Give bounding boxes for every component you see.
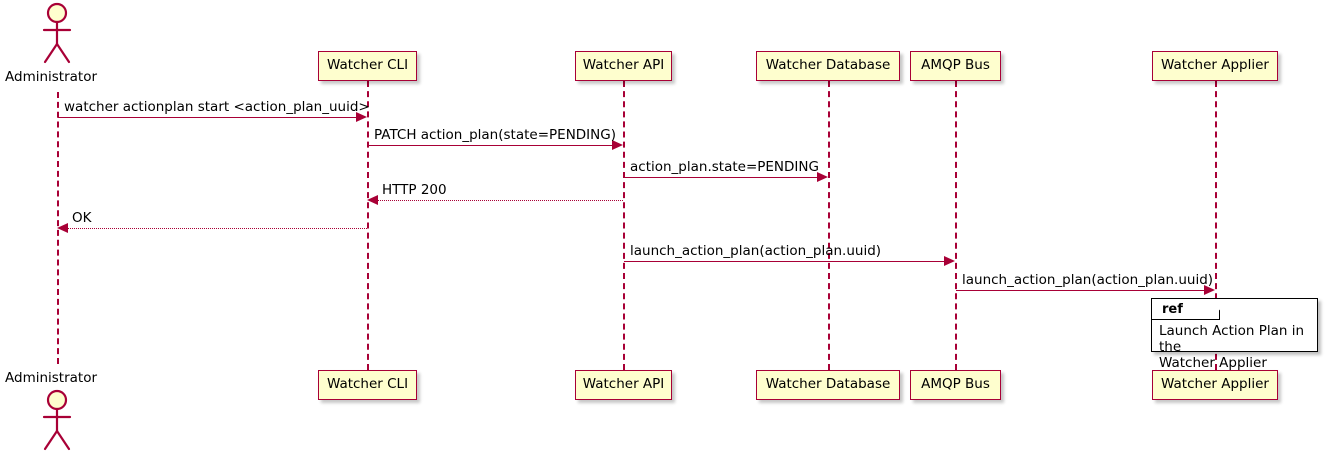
- participant-amqp-bus-top[interactable]: AMQP Bus: [910, 51, 1001, 81]
- participant-watcher-api-label-bottom: Watcher API: [582, 376, 665, 393]
- lifeline-amqp-bus: [955, 81, 957, 370]
- message-label-4: HTTP 200: [382, 182, 447, 198]
- lifeline-watcher-cli: [367, 81, 369, 370]
- ref-fragment-body: Launch Action Plan in the Watcher Applie…: [1159, 323, 1305, 371]
- message-arrow-line-5: [68, 228, 367, 229]
- message-arrow-line-7: [956, 290, 1204, 291]
- participant-watcher-applier-top[interactable]: Watcher Applier: [1152, 51, 1278, 81]
- lifeline-watcher-api: [623, 81, 625, 370]
- message-label-2: PATCH action_plan(state=PENDING): [374, 127, 616, 143]
- message-label-7: launch_action_plan(action_plan.uuid): [962, 272, 1214, 288]
- participant-watcher-cli-top[interactable]: Watcher CLI: [318, 51, 417, 81]
- participant-amqp-bus-label-bottom: AMQP Bus: [921, 376, 990, 393]
- message-arrow-head-5: [57, 223, 68, 233]
- actor-administrator-bottom: Administrator: [0, 364, 120, 456]
- actor-administrator-top: Administrator: [0, 0, 120, 92]
- message-arrow-head-1: [356, 112, 367, 122]
- ref-fragment-tab-label: ref: [1152, 299, 1220, 320]
- participant-watcher-cli-bottom[interactable]: Watcher CLI: [318, 370, 417, 400]
- message-label-1: watcher actionplan start <action_plan_uu…: [64, 99, 370, 115]
- actor-administrator-label-bottom: Administrator: [5, 370, 98, 386]
- participant-watcher-database-bottom[interactable]: Watcher Database: [756, 370, 900, 400]
- lifeline-watcher-database: [828, 81, 830, 370]
- lifeline-watcher-applier: [1215, 81, 1217, 370]
- participant-watcher-api-top[interactable]: Watcher API: [575, 51, 672, 81]
- message-arrow-line-1: [58, 117, 356, 118]
- participant-watcher-applier-label-top: Watcher Applier: [1161, 57, 1269, 74]
- participant-watcher-database-top[interactable]: Watcher Database: [756, 51, 900, 81]
- message-arrow-head-7: [1204, 285, 1215, 295]
- message-arrow-head-4: [367, 195, 378, 205]
- participant-watcher-applier-bottom[interactable]: Watcher Applier: [1152, 370, 1278, 400]
- message-arrow-head-2: [612, 140, 623, 150]
- message-arrow-line-4: [378, 200, 623, 201]
- actor-icon: [42, 2, 72, 64]
- participant-watcher-applier-label-bottom: Watcher Applier: [1161, 376, 1269, 393]
- actor-icon: [42, 389, 72, 451]
- participant-watcher-cli-label-top: Watcher CLI: [326, 57, 409, 74]
- ref-fragment: ref Launch Action Plan in the Watcher Ap…: [1151, 298, 1318, 371]
- message-arrow-line-2: [368, 145, 612, 146]
- actor-administrator-label-top: Administrator: [5, 69, 98, 85]
- participant-watcher-database-label-top: Watcher Database: [765, 57, 891, 74]
- message-label-6: launch_action_plan(action_plan.uuid): [630, 243, 882, 259]
- participant-watcher-api-bottom[interactable]: Watcher API: [575, 370, 672, 400]
- message-arrow-head-6: [944, 256, 955, 266]
- message-label-3: action_plan.state=PENDING: [630, 159, 819, 175]
- participant-amqp-bus-bottom[interactable]: AMQP Bus: [910, 370, 1001, 400]
- participant-watcher-api-label-top: Watcher API: [582, 57, 665, 74]
- message-label-5: OK: [72, 210, 92, 226]
- message-arrow-head-3: [817, 172, 828, 182]
- participant-watcher-database-label-bottom: Watcher Database: [765, 376, 891, 393]
- message-arrow-line-3: [624, 177, 817, 178]
- participant-watcher-cli-label-bottom: Watcher CLI: [326, 376, 409, 393]
- participant-amqp-bus-label-top: AMQP Bus: [921, 57, 990, 74]
- message-arrow-line-6: [624, 261, 944, 262]
